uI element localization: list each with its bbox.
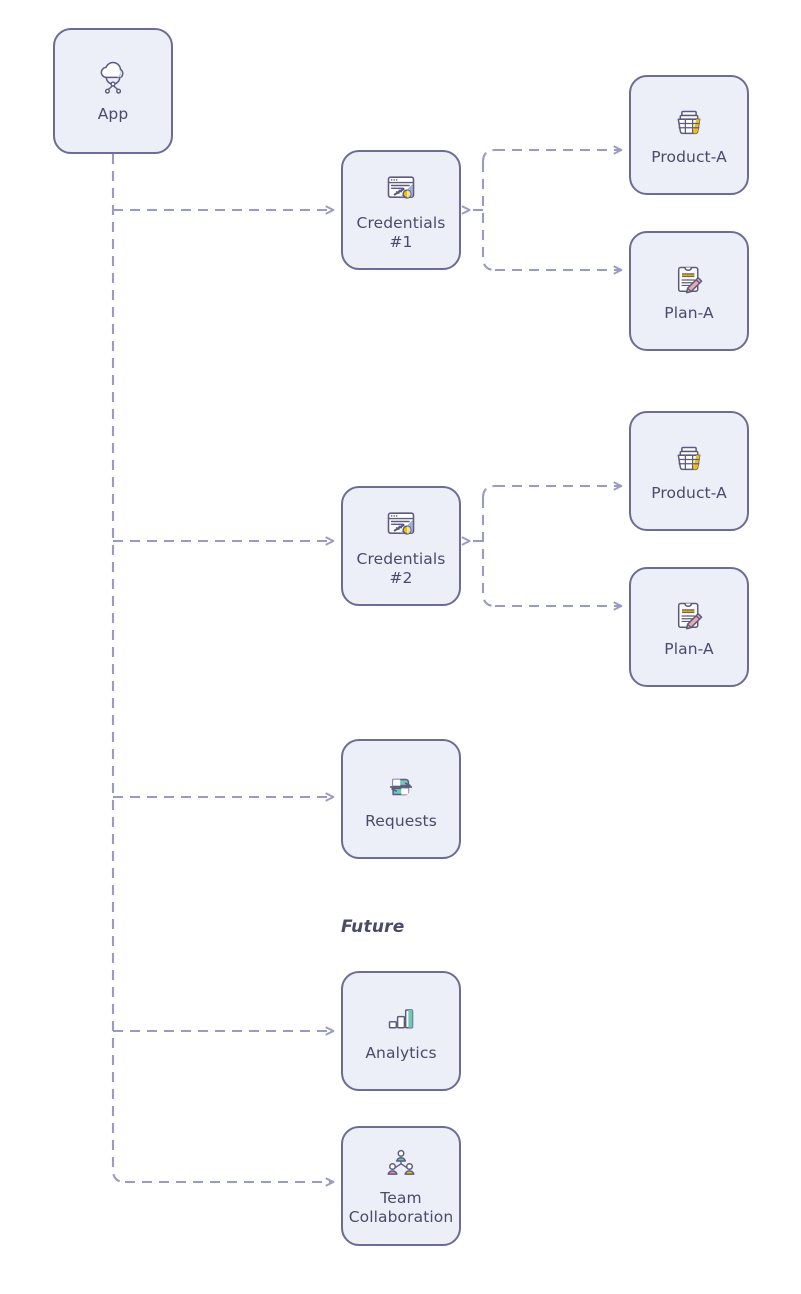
node-credentials-1[interactable]: Credentials #1 [341,150,461,270]
section-label-future: Future [341,917,405,937]
node-label: Product-A [651,483,727,502]
browser-key-icon [381,504,421,544]
node-label: App [97,104,129,123]
node-credentials-2[interactable]: Credentials #2 [341,486,461,606]
node-label: Analytics [365,1043,437,1062]
node-app[interactable]: App [53,28,173,154]
clipboard-pencil-icon [670,260,708,298]
cloud-network-icon [93,59,133,99]
node-label: Plan-A [664,303,714,322]
node-plan-a-2[interactable]: Plan-A [629,567,749,687]
node-product-a-2[interactable]: Product-A [629,411,749,531]
browser-key-icon [381,168,421,208]
node-label: Requests [365,811,437,830]
sync-arrows-icon [382,768,420,806]
basket-icon [670,440,708,478]
clipboard-pencil-icon [670,596,708,634]
node-label: Plan-A [664,639,714,658]
node-analytics[interactable]: Analytics [341,971,461,1091]
node-label: Credentials #1 [356,214,446,251]
node-team-collaboration[interactable]: Team Collaboration [341,1126,461,1246]
node-label: Credentials #2 [356,550,446,587]
people-group-icon [382,1145,420,1183]
edge-app-trunk [111,154,126,1184]
node-requests[interactable]: Requests [341,739,461,859]
node-product-a-1[interactable]: Product-A [629,75,749,195]
bar-chart-icon [382,1000,420,1038]
edge-credentials-1-riser [481,148,496,272]
node-plan-a-1[interactable]: Plan-A [629,231,749,351]
node-label: Product-A [651,147,727,166]
edge-credentials-2-riser [481,484,496,608]
node-label: Team Collaboration [348,1189,454,1226]
basket-icon [670,104,708,142]
